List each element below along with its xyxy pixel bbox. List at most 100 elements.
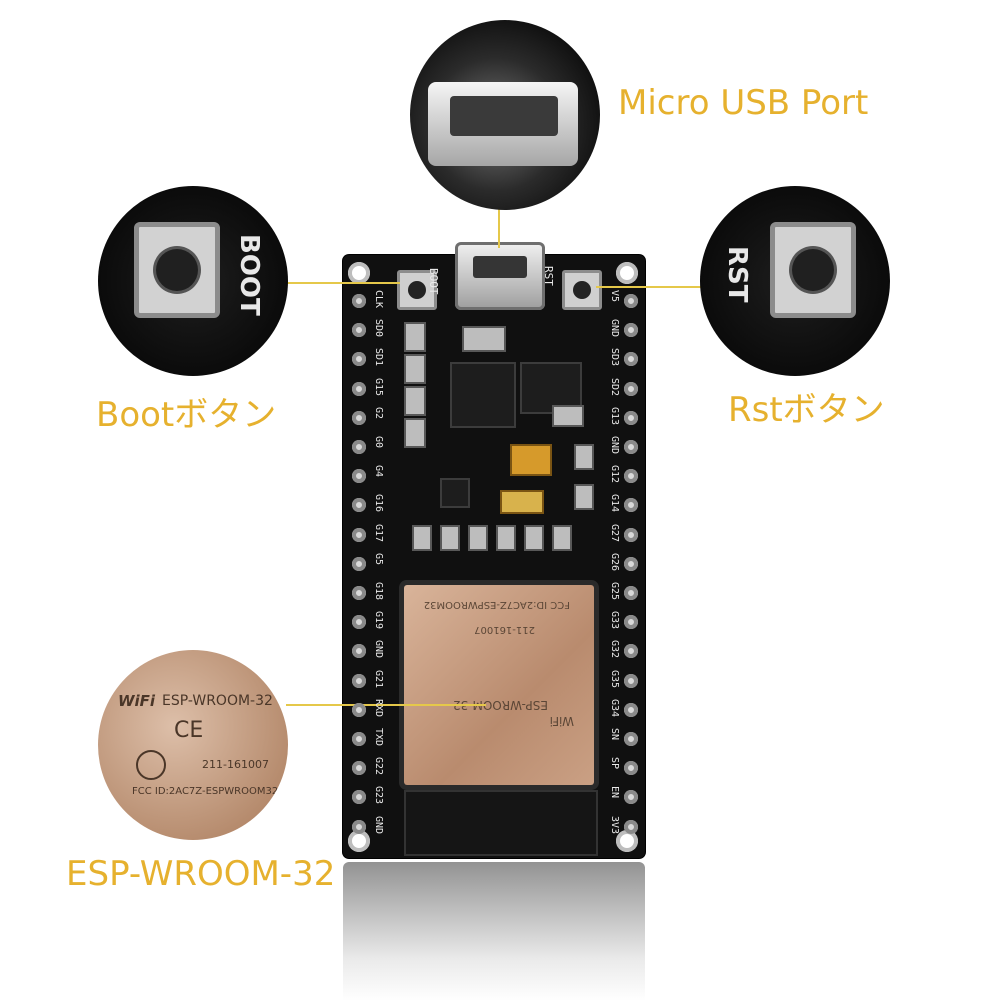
pcb-antenna: [404, 790, 598, 856]
smd-part: [404, 354, 426, 384]
header-pin: [624, 819, 638, 834]
pin-label-right: G13: [609, 406, 620, 425]
pin-label-right: G12: [609, 465, 620, 484]
pin-label-left: TXD: [373, 728, 384, 747]
boot-button-closeup: [134, 222, 220, 318]
pin-label-left: G18: [373, 582, 384, 601]
smd-part: [552, 525, 572, 551]
header-pin: [352, 732, 366, 746]
rst-closeup-label: RST: [722, 246, 752, 303]
smd-part: [404, 418, 426, 448]
pin-label-left: G4: [373, 465, 384, 478]
diode: [462, 326, 506, 352]
header-pin: [352, 410, 366, 425]
header-pin: [624, 498, 638, 513]
pin-label-right: G32: [609, 640, 620, 659]
smd-part: [404, 322, 426, 352]
pin-label-right: SD3: [609, 348, 620, 367]
pin-label-left: SD1: [373, 348, 384, 367]
pin-label-left: GND: [373, 815, 384, 834]
smd-part: [574, 484, 594, 510]
pin-label-right: G35: [609, 669, 620, 688]
board-reflection: [343, 862, 645, 1001]
tantalum-capacitor: [510, 444, 552, 476]
pin-label-left: G0: [373, 436, 384, 449]
header-pin: [624, 673, 638, 688]
pin-label-right: SN: [609, 728, 620, 741]
esp-closeup-name: ESP-WROOM-32: [162, 693, 273, 709]
esp-closeup-fcc: FCC ID:2AC7Z-ESPWROOM32: [132, 786, 279, 797]
leader-line-rst: [596, 286, 702, 288]
micro-usb-port: [455, 242, 545, 310]
pin-label-right: EN: [609, 786, 620, 799]
header-pin: [624, 615, 638, 630]
pin-label-right: G34: [609, 698, 620, 717]
callout-boot-button: Bootボタン: [96, 395, 277, 435]
pin-label-left: SD0: [373, 319, 384, 338]
pin-label-left: CLK: [373, 290, 384, 309]
smd-part: [468, 525, 488, 551]
header-pin: [624, 323, 638, 338]
callout-esp-wroom-32: ESP-WROOM-32: [66, 854, 336, 894]
callout-micro-usb: Micro USB Port: [618, 83, 869, 123]
usb-socket-opening: [450, 96, 558, 136]
module-wifi-text: WiFi: [549, 714, 574, 728]
pin-label-left: G23: [373, 786, 384, 805]
regulator-tab: [552, 405, 584, 427]
header-pin: [624, 644, 638, 659]
pin-label-right: G26: [609, 552, 620, 571]
pin-label-right: SD2: [609, 377, 620, 396]
header-pin: [352, 556, 366, 571]
pin-label-right: G33: [609, 611, 620, 630]
pin-label-right: G25: [609, 582, 620, 601]
module-fcc-text: FCC ID:2AC7Z-ESPWROOM32: [423, 599, 570, 610]
header-pin: [624, 732, 638, 746]
header-pin: [624, 790, 638, 805]
pin-label-left: G2: [373, 406, 384, 419]
smd-part: [412, 525, 432, 551]
header-pin: [624, 440, 638, 454]
mount-hole: [616, 262, 638, 284]
boot-silkscreen: BOOT: [427, 268, 440, 295]
header-pin: [352, 790, 366, 805]
header-pin: [352, 527, 366, 542]
pin-label-right: GND: [609, 319, 620, 338]
header-pin: [352, 469, 366, 484]
header-pin: [624, 702, 638, 717]
tantalum-capacitor: [500, 490, 544, 514]
smd-part: [524, 525, 544, 551]
pin-label-right: V5: [609, 290, 620, 303]
rst-silkscreen: RST: [542, 266, 555, 286]
header-pin: [352, 586, 366, 600]
pin-label-left: G19: [373, 611, 384, 630]
mount-hole: [616, 830, 638, 852]
zoom-circle-rst: RST: [700, 186, 890, 376]
smd-part: [496, 525, 516, 551]
pin-label-right: GND: [609, 436, 620, 455]
pin-label-right: 3V3: [609, 815, 620, 834]
boot-closeup-label: BOOT: [234, 234, 264, 316]
header-pin: [624, 352, 638, 367]
header-pin: [352, 673, 366, 688]
pin-label-right: SP: [609, 757, 620, 770]
header-pin: [352, 615, 366, 630]
header-pin: [624, 527, 638, 542]
pin-label-right: G27: [609, 523, 620, 542]
leader-line-usb: [498, 208, 500, 248]
pin-label-left: G22: [373, 757, 384, 776]
header-pin: [352, 381, 366, 396]
pin-label-left: G17: [373, 523, 384, 542]
header-pin: [352, 294, 366, 308]
pin-label-left: G21: [373, 669, 384, 688]
pin-label-left: G15: [373, 377, 384, 396]
leader-line-esp: [286, 704, 486, 706]
esp-closeup-cert: 211-161007: [202, 758, 269, 771]
header-pin: [624, 469, 638, 484]
header-pin: [624, 381, 638, 396]
mount-hole: [348, 830, 370, 852]
header-pin: [352, 498, 366, 513]
header-pin: [624, 556, 638, 571]
ce-mark: CE: [174, 718, 204, 743]
header-pin: [352, 644, 366, 659]
